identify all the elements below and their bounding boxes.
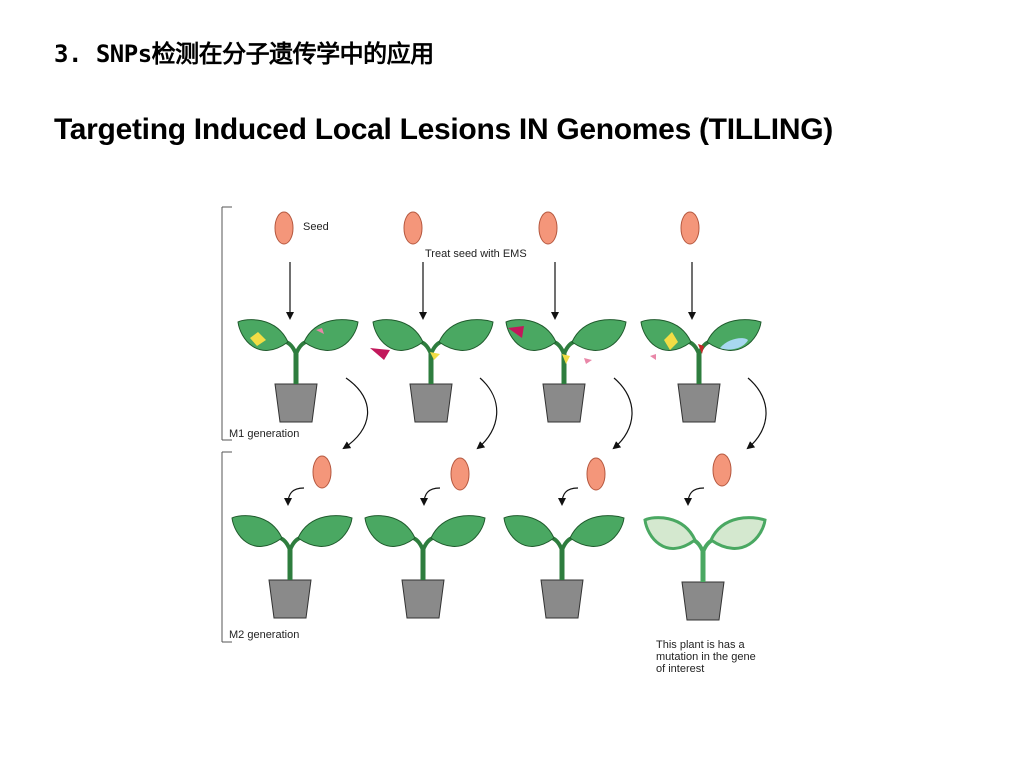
lesion (698, 344, 704, 354)
m2-plant (503, 515, 625, 619)
leaf-left (640, 319, 692, 351)
seed (538, 211, 558, 245)
m1-plant (370, 319, 494, 423)
m1-generation-label: M1 generation (229, 428, 299, 440)
m2-plant (231, 515, 353, 619)
stem-branch (412, 536, 425, 551)
m2-seed (586, 457, 606, 491)
m2-mutant-plant (643, 516, 767, 621)
small-arrow (420, 487, 441, 506)
slide-heading: 3. SNPs检测在分子遗传学中的应用 (54, 40, 434, 68)
pot (401, 579, 445, 619)
leaf-left (364, 515, 416, 547)
lesion (664, 332, 678, 350)
pot (274, 383, 318, 423)
pot (540, 579, 584, 619)
leaf-right (706, 319, 762, 351)
stem-branch (288, 536, 301, 551)
small-arrow (558, 487, 579, 506)
stem-branch (551, 536, 564, 551)
leaf-right (569, 515, 625, 547)
leaf-left (237, 319, 289, 351)
slide-title: Targeting Induced Local Lesions IN Genom… (54, 113, 833, 146)
m1-plant (640, 319, 762, 423)
leaf-left (505, 319, 557, 351)
leaf-left (372, 319, 424, 351)
m2-seed (450, 457, 470, 491)
stem-branch (294, 340, 307, 355)
m2-seed (712, 453, 732, 487)
small-arrow (684, 487, 705, 506)
seed (274, 211, 294, 245)
lesion (720, 338, 748, 350)
m2-plant (364, 515, 486, 619)
curved-arrow (476, 377, 498, 450)
stem-branch (429, 340, 442, 355)
m2-seed (312, 455, 332, 489)
pot (542, 383, 586, 423)
m1-plant (505, 319, 627, 423)
leaf-right (430, 515, 486, 547)
generation-bracket (221, 206, 232, 643)
leaf-right (571, 319, 627, 351)
stem-branch (553, 340, 566, 355)
treat-label: Treat seed with EMS (425, 248, 527, 260)
pot (681, 581, 725, 621)
m2-generation-label: M2 generation (229, 629, 299, 641)
seed (403, 211, 423, 245)
small-arrow (284, 487, 305, 506)
m1-plant (237, 319, 359, 423)
curved-arrow (746, 377, 767, 450)
stem-branch (279, 536, 292, 551)
lesion (508, 326, 524, 338)
mutant-note-line3: of interest (656, 663, 704, 675)
stem-branch (421, 536, 434, 551)
mutant-note-line2: mutation in the gene (656, 651, 756, 663)
lesion (562, 354, 570, 364)
lesion (430, 352, 440, 360)
lesion (584, 358, 592, 364)
stem-branch (560, 536, 573, 551)
stem-branch (420, 340, 433, 355)
mutant-note-line1: This plant is has a (656, 639, 746, 651)
pot (268, 579, 312, 619)
stem-branch (688, 340, 701, 355)
leaf-right (709, 516, 767, 550)
lesion (250, 332, 266, 346)
stem-branch (562, 340, 575, 355)
seed-label: Seed (303, 221, 329, 233)
curved-arrow (612, 377, 633, 450)
pot (409, 383, 453, 423)
leaf-right (303, 319, 359, 351)
seed (680, 211, 700, 245)
leaf-left (643, 516, 697, 550)
leaf-right (297, 515, 353, 547)
lesion (316, 328, 324, 334)
leaf-left (503, 515, 555, 547)
lesion (370, 348, 390, 360)
plants-layer (231, 211, 767, 621)
pot (677, 383, 721, 423)
lesion (650, 354, 656, 360)
leaf-left (231, 515, 283, 547)
stem-branch (285, 340, 298, 355)
leaf-right (438, 319, 494, 351)
curved-arrow (342, 377, 369, 450)
